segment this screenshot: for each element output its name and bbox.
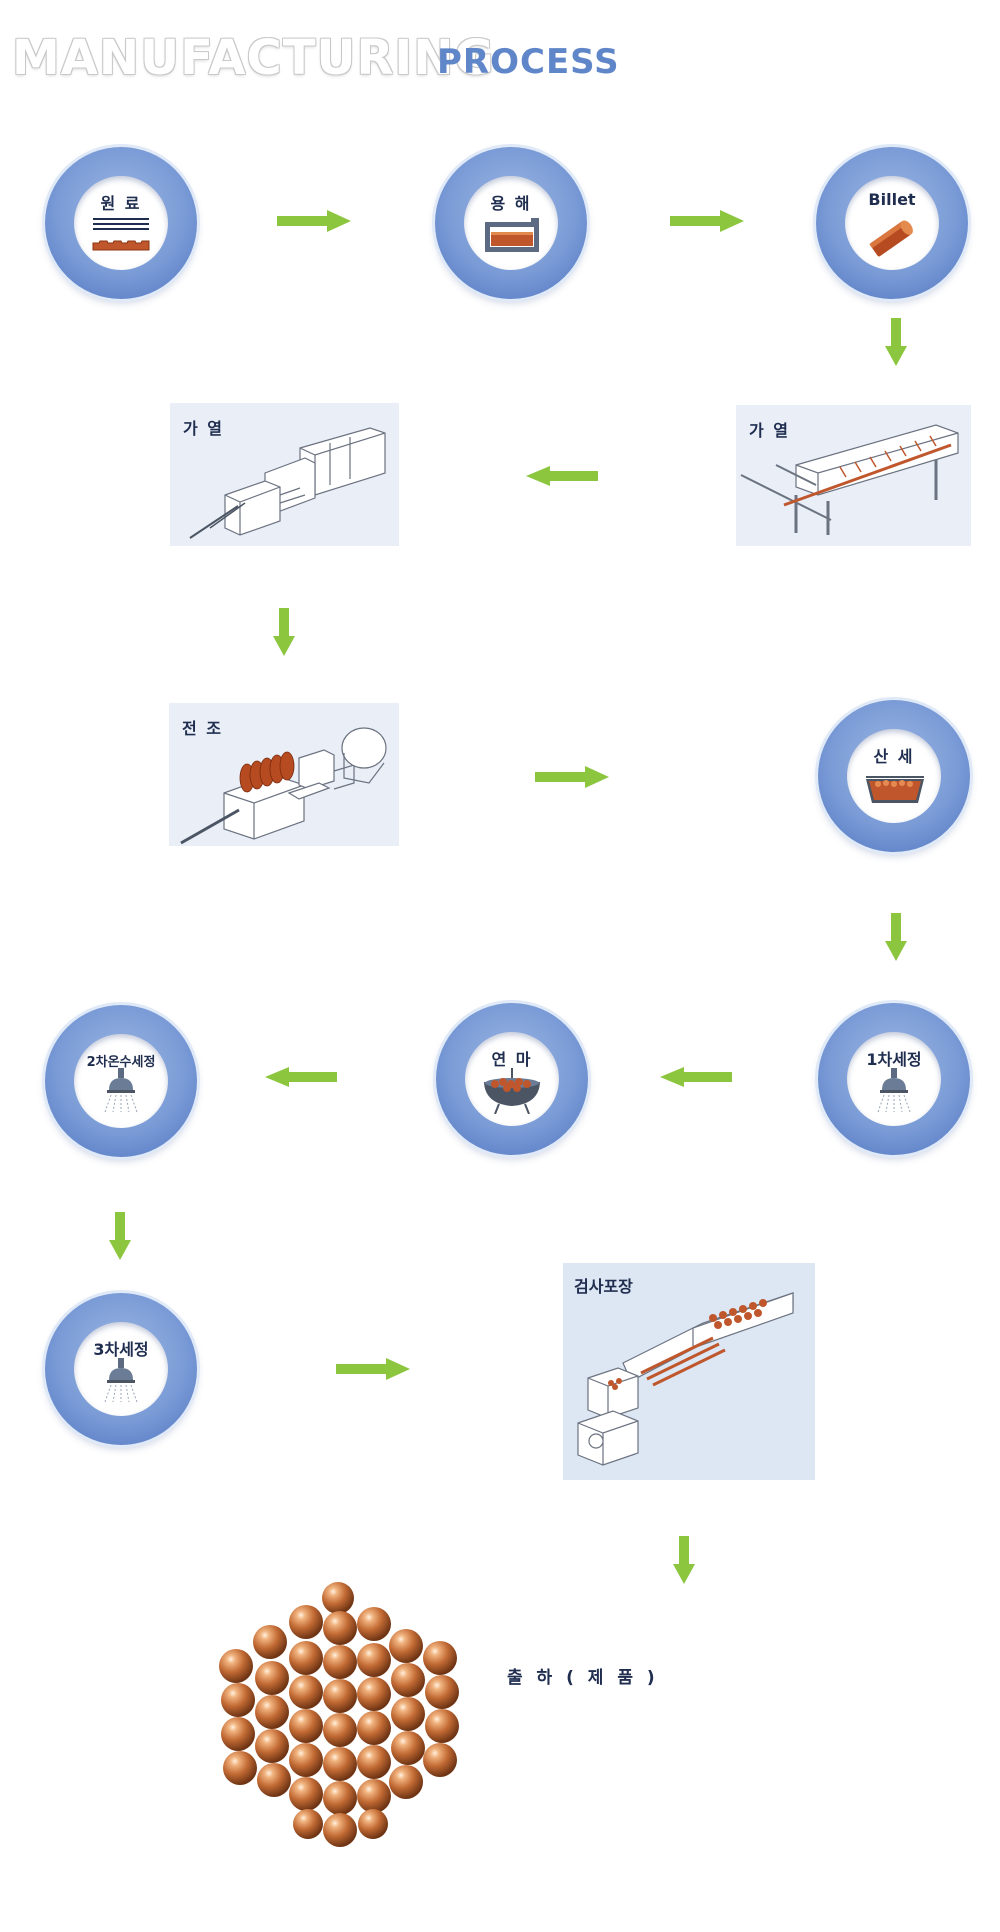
drawing-machine-icon [180, 727, 387, 845]
page-title: MANUFACTURING [12, 30, 495, 86]
step-billet: Billet [816, 147, 968, 299]
step-label: 2차온수세정 [86, 1055, 156, 1070]
green-arrow-icon [336, 1358, 410, 1380]
green-arrow-icon [670, 210, 744, 232]
shower-head-icon [877, 1068, 911, 1113]
green-arrow-icon [660, 1067, 732, 1087]
acid-bath-icon [866, 776, 924, 803]
step-inspection: 검사포장 [563, 1263, 815, 1480]
raw-material-icon [92, 218, 150, 251]
step-raw-material: 원 료 [45, 147, 197, 299]
green-arrow-icon [526, 466, 598, 486]
green-arrow-icon [673, 1536, 695, 1584]
step-wash-3: 3차세정 [45, 1293, 197, 1445]
page-subtitle: PROCESS [437, 42, 620, 82]
green-arrow-icon [277, 210, 351, 232]
green-arrow-icon [265, 1067, 337, 1087]
step-heating-extrusion: 가 열 [170, 403, 399, 546]
step-label: 전 조 [182, 719, 224, 738]
green-arrow-icon [109, 1212, 131, 1260]
step-label: 1차세정 [866, 1050, 922, 1069]
green-arrow-icon [885, 318, 907, 366]
copper-balls-image [219, 1582, 459, 1847]
step-label: 연 마 [491, 1050, 533, 1069]
step-wash-2: 2차온수세정 [45, 1005, 197, 1157]
extrusion-press-icon [189, 427, 386, 539]
polishing-drum-icon [484, 1068, 540, 1114]
step-melting: 용 해 [435, 147, 587, 299]
step-label: 가 열 [183, 419, 225, 438]
step-acid-wash: 산 세 [818, 700, 970, 852]
step-wash-1: 1차세정 [818, 1003, 970, 1155]
shower-head-icon [104, 1358, 138, 1403]
green-arrow-icon [273, 608, 295, 656]
step-label: 산 세 [873, 747, 915, 766]
furnace-icon [485, 218, 539, 252]
inspection-line-icon [577, 1292, 794, 1466]
step-drawing: 전 조 [169, 703, 399, 846]
step-label: 용 해 [490, 194, 532, 213]
step-label: 3차세정 [93, 1340, 149, 1359]
green-arrow-icon [885, 913, 907, 961]
step-polishing: 연 마 [436, 1003, 588, 1155]
step-label: 검사포장 [574, 1277, 633, 1296]
shipping-label: 출 하 ( 제 품 ) [507, 1668, 659, 1688]
heating-furnace-icon [740, 424, 959, 535]
step-label: 가 열 [749, 421, 791, 440]
step-heating-furnace: 가 열 [736, 405, 971, 546]
billet-icon [869, 220, 913, 257]
step-label: 원 료 [100, 194, 142, 213]
green-arrow-icon [535, 766, 609, 788]
step-label: Billet [868, 190, 916, 209]
shower-head-icon [104, 1068, 138, 1113]
